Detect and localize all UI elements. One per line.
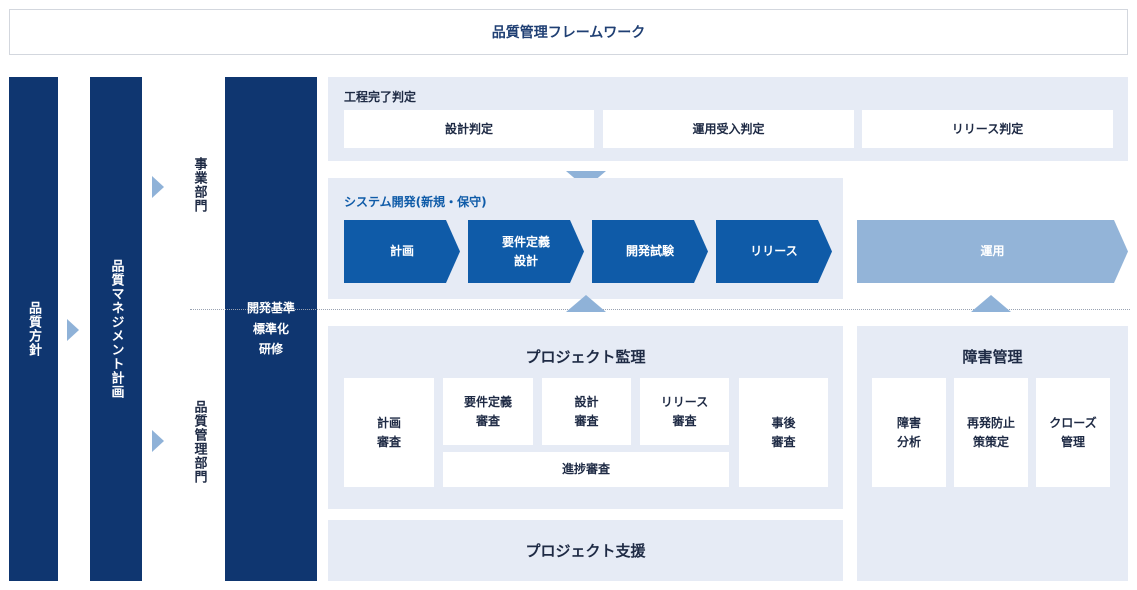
box-label: 審査 (771, 434, 796, 449)
post-review-box: 事後 審査 (739, 378, 828, 487)
quality-dept: 品質管理部門 (184, 392, 214, 492)
step-release: リリース (716, 220, 832, 283)
quality-policy-label: 品質方針 (26, 301, 41, 357)
system-development-heading: システム開発(新規・保守) (344, 195, 487, 209)
box-label: 管理 (1060, 434, 1085, 449)
box-label: リリース (660, 394, 709, 409)
requirements-review-box: 要件定義 審査 (443, 378, 533, 445)
box-label: 審査 (672, 413, 697, 428)
box-label: 策策定 (972, 434, 1009, 449)
box-label: 事後 (771, 415, 796, 430)
design-judgment-box: 設計判定 (344, 110, 594, 148)
box-label: 審査 (376, 434, 401, 449)
arrow-right-icon (152, 176, 164, 198)
business-dept: 事業部門 (184, 140, 214, 230)
box-label: 審査 (574, 413, 599, 428)
box-label: 再発防止 (966, 415, 1015, 430)
step-label: 計画 (389, 244, 414, 259)
box-label: 設計 (574, 394, 599, 409)
arrow-up-icon (566, 295, 606, 312)
business-dept-label: 事業部門 (191, 157, 207, 213)
project-support-label: プロジェクト支援 (525, 542, 646, 560)
project-oversight-heading: プロジェクト監理 (525, 348, 646, 366)
step-dev-test: 開発試験 (592, 220, 708, 283)
progress-review-box: 進捗審査 (443, 452, 729, 487)
standards-column: 開発基準 標準化 研修 (225, 77, 317, 581)
box-label: 分析 (896, 434, 921, 449)
process-completion-heading: 工程完了判定 (344, 90, 417, 104)
step-label: 要件定義 (501, 234, 550, 249)
box-label: 計画 (376, 415, 401, 430)
arrow-up-icon (971, 295, 1011, 312)
quality-management-plan-label: 品質マネジメント計画 (108, 259, 124, 399)
project-support-panel: プロジェクト支援 (328, 520, 843, 581)
incident-analysis-box: 障害 分析 (872, 378, 946, 487)
operation-acceptance-box: 運用受入判定 (603, 110, 854, 148)
box-label: クローズ (1049, 415, 1097, 430)
quality-dept-label: 品質管理部門 (191, 400, 207, 484)
release-review-box: リリース 審査 (640, 378, 729, 445)
release-judgment-box: リリース判定 (862, 110, 1113, 148)
quality-management-plan-column: 品質マネジメント計画 (90, 77, 142, 581)
step-label: 設計 (513, 253, 538, 268)
close-management-box: クローズ 管理 (1036, 378, 1110, 487)
step-requirements-design: 要件定義 設計 (468, 220, 584, 283)
separator-line (190, 309, 1130, 310)
operation-label: 運用 (980, 244, 1005, 259)
incident-management-heading: 障害管理 (962, 348, 1023, 366)
arrow-right-icon (67, 319, 79, 341)
step-label: 開発試験 (625, 244, 674, 259)
plan-review-box: 計画 審査 (344, 378, 434, 487)
box-label: 要件定義 (463, 394, 512, 409)
design-review-box: 設計 審査 (542, 378, 631, 445)
step-label: リリース (750, 244, 798, 259)
recurrence-prevention-box: 再発防止 策策定 (954, 378, 1028, 487)
framework-title: 品質管理フレームワーク (9, 9, 1128, 55)
box-label: 障害 (896, 415, 921, 430)
standards-line: 開発基準 (246, 301, 295, 316)
box-label: 審査 (475, 413, 500, 428)
standards-line: 標準化 (252, 321, 289, 336)
arrow-right-icon (152, 430, 164, 452)
step-plan: 計画 (344, 220, 460, 283)
standards-line: 研修 (258, 342, 283, 357)
operation-step: 運用 (857, 220, 1128, 283)
quality-policy-column: 品質方針 (9, 77, 58, 581)
